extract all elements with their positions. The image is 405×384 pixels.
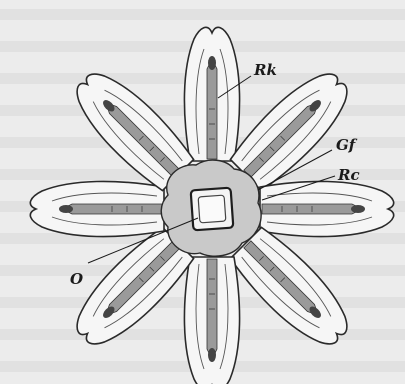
label-o: O <box>70 270 83 288</box>
label-rk: Rk <box>253 61 277 79</box>
label-gf: Gf <box>336 136 358 154</box>
label-rc: Rc <box>337 166 360 184</box>
